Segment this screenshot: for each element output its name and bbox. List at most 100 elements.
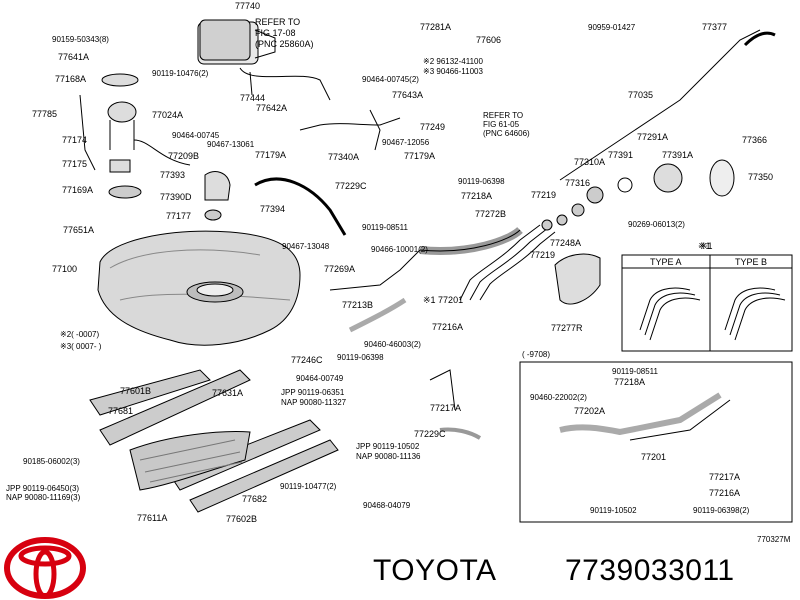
part-label: 77175	[62, 159, 87, 169]
part-labels: 77740 REFER TO FIG 17-08 (PNC 25860A) 90…	[6, 1, 791, 544]
part-label: 77785	[32, 109, 57, 119]
part-label: 77602B	[226, 514, 257, 524]
part-label: 77202A	[574, 406, 605, 416]
part-label: NAP 90080-11169(3)	[6, 493, 81, 502]
part-label: 90185-06002(3)	[23, 457, 80, 466]
part-label: 77269A	[324, 264, 355, 274]
part-label: 90464-00745	[172, 131, 220, 140]
part-label: 77213B	[342, 300, 373, 310]
part-label: JPP 90119-06351	[281, 388, 345, 397]
part-label: 77377	[702, 22, 727, 32]
part-label: 77177	[166, 211, 191, 221]
part-label: 77643A	[392, 90, 423, 100]
part-label: ※2 96132-41100	[423, 57, 483, 66]
part-label: 90269-06013(2)	[628, 220, 685, 229]
part-label: ※1	[698, 241, 711, 251]
part-label: 77393	[160, 170, 185, 180]
part-label: REFER TO	[483, 111, 523, 120]
part-label: 77218A	[461, 191, 492, 201]
diagram-lines	[79, 19, 793, 523]
part-label: 77272B	[475, 209, 506, 219]
part-label: 77248A	[550, 238, 581, 248]
part-label: 77391A	[662, 150, 693, 160]
part-label: 77651A	[63, 225, 94, 235]
part-label: 77229C	[414, 429, 446, 439]
part-label: 90119-10476(2)	[152, 69, 209, 78]
part-label: NAP 90080-11327	[281, 398, 347, 407]
part-label: NAP 90080-11136	[356, 452, 421, 461]
part-label: 77218A	[614, 377, 645, 387]
part-label: 77310A	[574, 157, 605, 167]
part-label: 77631A	[212, 388, 243, 398]
part-label: 77209B	[168, 151, 199, 161]
part-label: 90467-13061	[207, 140, 255, 149]
part-label: 77217A	[709, 472, 740, 482]
part-label: ※2( -0007)	[60, 330, 100, 339]
part-label: 90119-10502	[590, 506, 637, 515]
part-label: 77100	[52, 264, 77, 274]
part-label: 77366	[742, 135, 767, 145]
part-label: FIG 61-05	[483, 120, 520, 129]
part-label: 77249	[420, 122, 445, 132]
part-label: 77601B	[120, 386, 151, 396]
part-label: 90464-00749	[296, 374, 344, 383]
part-label: 77641A	[58, 52, 89, 62]
part-label: 90467-12056	[382, 138, 430, 147]
part-label: REFER TO	[255, 17, 300, 27]
part-label: 77174	[62, 135, 87, 145]
part-label: ( -9708)	[522, 350, 550, 359]
part-label: 90119-10477(2)	[280, 482, 337, 491]
part-label: 77035	[628, 90, 653, 100]
part-label: TYPE A	[650, 257, 682, 267]
part-number: 7739033011	[565, 554, 735, 587]
part-label: ※3 90466-11003	[423, 67, 483, 76]
part-label: 77216A	[709, 488, 740, 498]
part-label: 90460-22002(2)	[530, 393, 587, 402]
part-label: TYPE B	[735, 257, 767, 267]
part-label: 77217A	[430, 403, 461, 413]
part-label: 77246C	[291, 355, 323, 365]
part-label: 77168A	[55, 74, 86, 84]
part-label: 77316	[565, 178, 590, 188]
part-label: 77391	[608, 150, 633, 160]
part-label: 77179A	[255, 150, 286, 160]
part-label: 90119-08511	[612, 367, 659, 376]
part-label: 77682	[242, 494, 267, 504]
part-label: 90119-06398	[337, 353, 384, 362]
part-label: 77169A	[62, 185, 93, 195]
part-label: 77606	[476, 35, 501, 45]
part-label: FIG 17-08	[255, 28, 296, 38]
part-label: (PNC 25860A)	[255, 39, 314, 49]
part-label: ※3( 0007- )	[60, 342, 102, 351]
part-label: 90468-04079	[363, 501, 411, 510]
part-label: JPP 90119-06450(3)	[6, 484, 79, 493]
part-label: 77291A	[637, 132, 668, 142]
part-label: ※1	[700, 241, 713, 251]
part-label: 77681	[108, 406, 133, 416]
brand-name: TOYOTA	[373, 554, 497, 587]
part-label: 77281A	[420, 22, 451, 32]
part-label: 77179A	[404, 151, 435, 161]
part-label: 90466-10001(2)	[371, 245, 428, 254]
part-label: ※1 77201	[423, 295, 463, 305]
toyota-logo	[4, 537, 86, 599]
part-label: 77642A	[256, 103, 287, 113]
part-label: 90119-06398(2)	[693, 506, 750, 515]
part-label: 77340A	[328, 152, 359, 162]
part-label: 77444	[240, 93, 265, 103]
part-label: 77394	[260, 204, 285, 214]
part-label: 90464-00745(2)	[362, 75, 419, 84]
part-label: 770327M	[757, 535, 791, 544]
part-label: 90959-01427	[588, 23, 636, 32]
part-label: 77740	[235, 1, 260, 11]
part-label: 90119-08511	[362, 223, 409, 232]
part-label: 77390D	[160, 192, 192, 202]
part-label: 77277R	[551, 323, 583, 333]
part-label: 77219	[531, 190, 556, 200]
part-label: (PNC 64606)	[483, 129, 530, 138]
part-label: 77201	[641, 452, 666, 462]
part-label: 90159-50343(8)	[52, 35, 109, 44]
part-label: 77024A	[152, 110, 183, 120]
part-label: 77350	[748, 172, 773, 182]
